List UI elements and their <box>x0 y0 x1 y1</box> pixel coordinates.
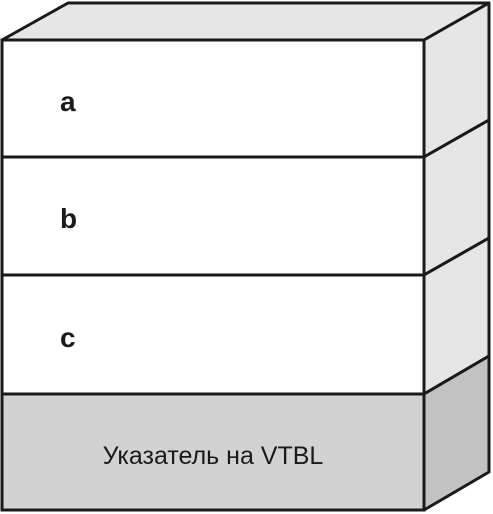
field-c-cell <box>0 273 426 396</box>
field-b-label: b <box>60 203 77 234</box>
vtable-pointer-cell <box>0 392 426 512</box>
box-top-face <box>0 1 491 42</box>
field-a-label: a <box>60 86 76 117</box>
field-b-cell <box>0 155 426 277</box>
vtable-pointer-label: Указатель на VTBL <box>103 442 324 470</box>
field-c-label: c <box>60 322 76 353</box>
field-a-cell <box>0 38 426 159</box>
